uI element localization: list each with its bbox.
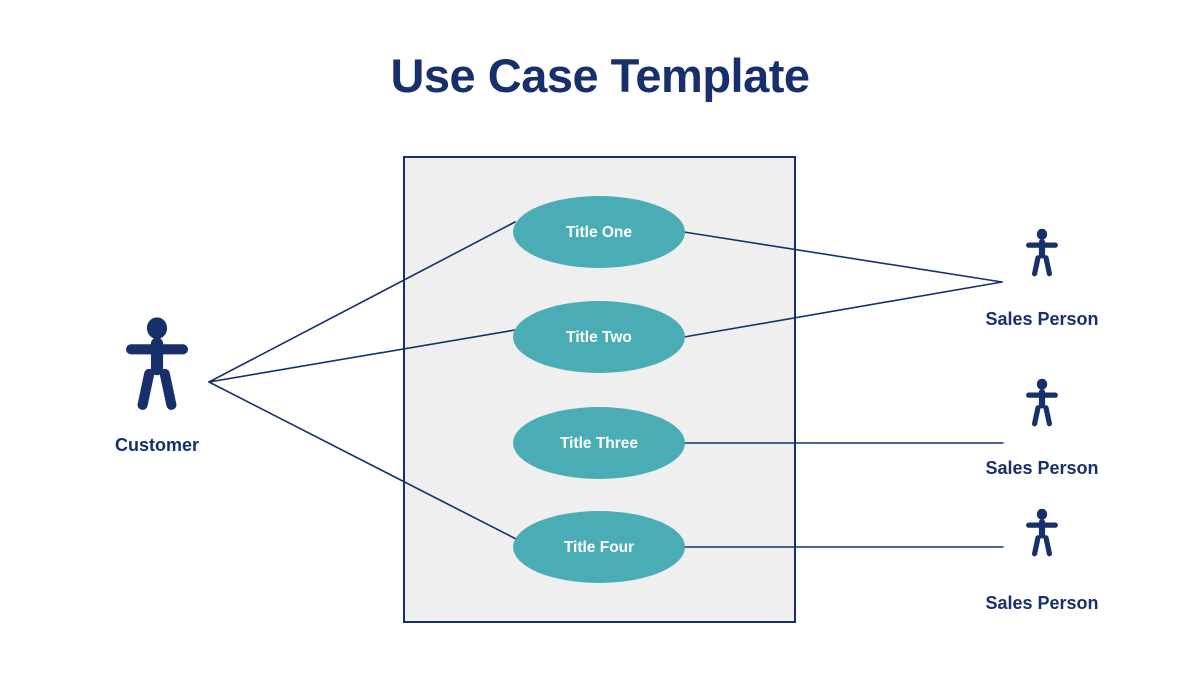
link-title-two-sales-person-1 [683, 281, 1003, 338]
link-customer-title-one [208, 221, 516, 383]
actor-label-sales-person-1: Sales Person [985, 309, 1099, 329]
use-case-ellipse-title-two[interactable] [513, 301, 685, 373]
link-customer-title-four [208, 381, 519, 541]
use-case-ellipses [513, 196, 685, 583]
association-lines [208, 221, 1004, 548]
actor-icon-sales-person-1[interactable] [1026, 228, 1058, 277]
actor-icon-sales-person-2[interactable] [1026, 378, 1058, 427]
actor-label-sales-person-3: Sales Person [985, 593, 1099, 613]
actor-label-sales-person-2: Sales Person [985, 458, 1099, 478]
use-case-ellipse-title-three[interactable] [513, 407, 685, 479]
use-case-ellipse-title-one[interactable] [513, 196, 685, 268]
actor-icon-sales-person-3[interactable] [1026, 508, 1058, 557]
link-title-one-sales-person-1 [683, 231, 1003, 283]
actor-icon-customer[interactable] [126, 317, 188, 411]
use-case-ellipse-title-four[interactable] [513, 511, 685, 583]
link-customer-title-two [208, 329, 516, 383]
page-title: Use Case Template [390, 49, 810, 102]
actor-label-customer: Customer [114, 435, 200, 455]
